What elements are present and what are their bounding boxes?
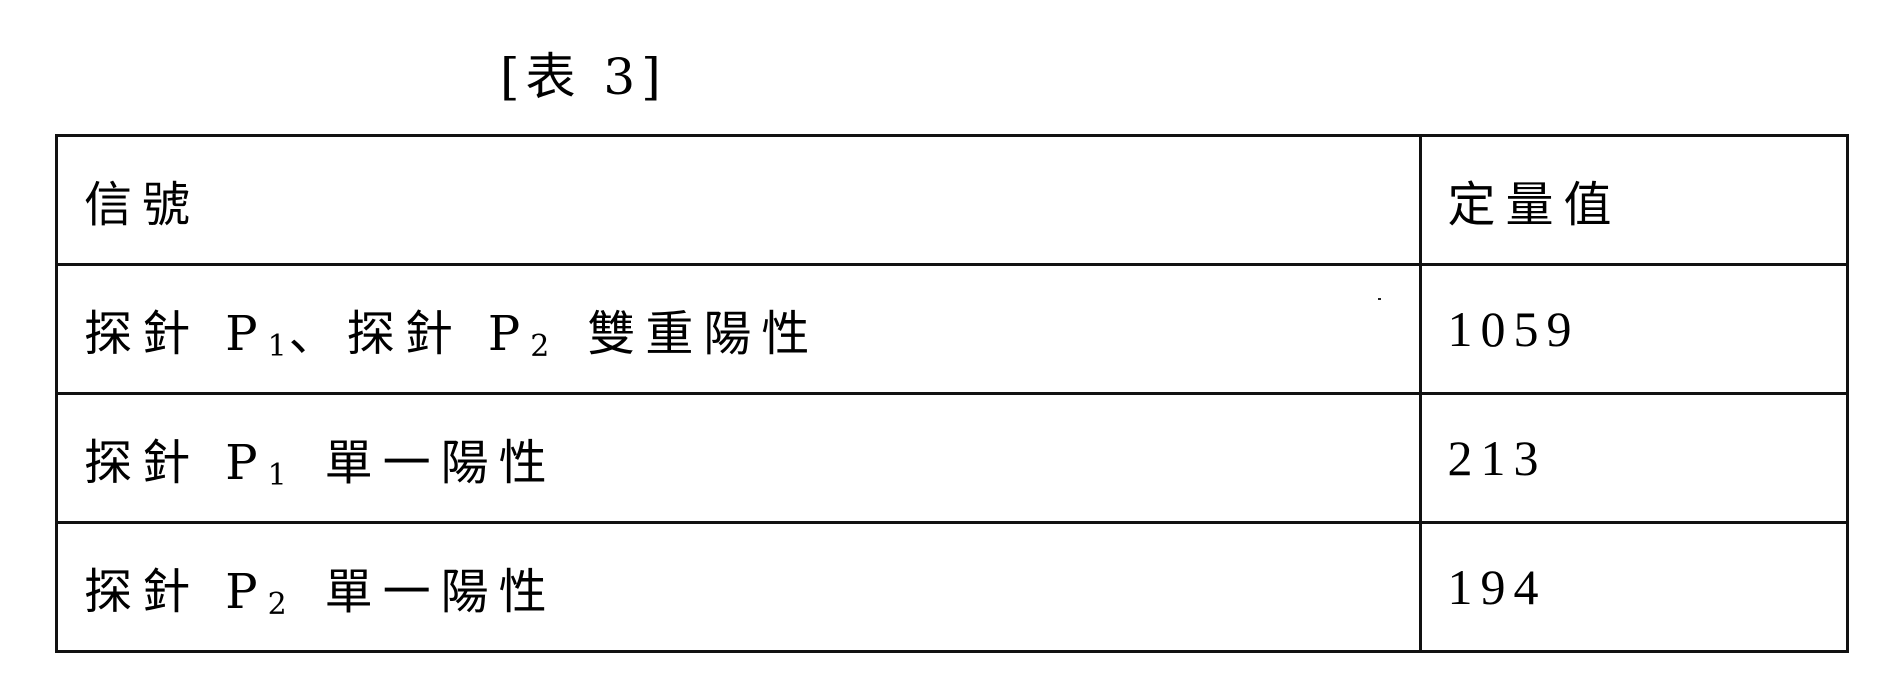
probe-label: 探針 P <box>84 435 268 491</box>
probe-subscript: 2 <box>267 587 289 622</box>
signal-type: 雙重陽性 <box>587 306 820 362</box>
table-row: 探針 P2 單一陽性 194 <box>55 521 1849 653</box>
header-signal: 信號 <box>55 134 1422 266</box>
table-header-row: 信號 定量值 <box>55 134 1849 266</box>
table-row: 探針 P1 單一陽性 213 <box>55 392 1849 524</box>
table-row: 探針 P1、探針 P2 雙重陽性 1059 <box>55 263 1849 395</box>
scan-artifact-dot <box>1378 298 1381 300</box>
signal-cell: 探針 P2 單一陽性 <box>55 521 1422 653</box>
signal-type: 單一陽性 <box>324 564 557 620</box>
probe-label: 探針 P <box>84 564 268 620</box>
probe-subscript: 1 <box>267 458 289 493</box>
table-caption: [表 3] <box>500 48 667 106</box>
value-cell: 194 <box>1418 521 1849 653</box>
probe-subscript: 1 <box>267 329 289 364</box>
probe-label: 探針 P <box>84 306 268 362</box>
signal-cell: 探針 P1、探針 P2 雙重陽性 <box>55 263 1422 395</box>
probe-subscript: 2 <box>530 329 552 364</box>
signal-cell: 探針 P1 單一陽性 <box>55 392 1422 524</box>
signal-type: 單一陽性 <box>324 435 557 491</box>
header-quantitative-value: 定量值 <box>1418 134 1849 266</box>
value-cell: 213 <box>1418 392 1849 524</box>
probe-label: 、探針 P <box>288 306 531 362</box>
value-cell: 1059 <box>1418 263 1849 395</box>
